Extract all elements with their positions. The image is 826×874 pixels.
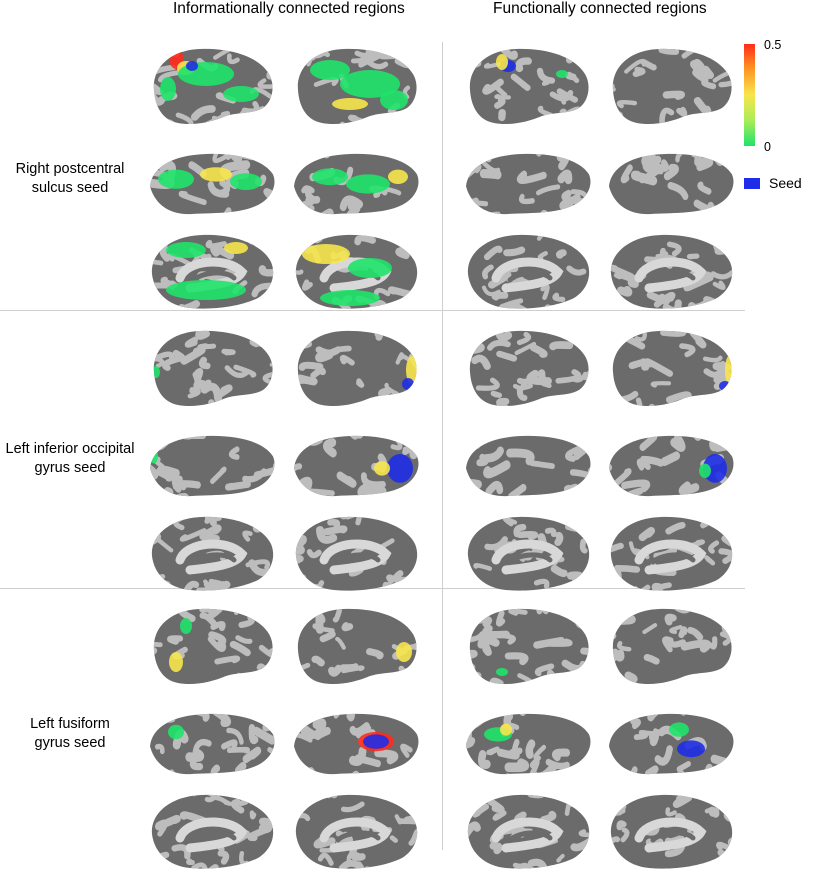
brain-surface-medial xyxy=(605,510,737,596)
brain-surface-lateral xyxy=(605,326,737,412)
colorbar-max-label: 0.5 xyxy=(764,38,782,52)
brain-surface-medial xyxy=(462,228,594,314)
brain-surface-ventral xyxy=(462,148,594,220)
column-title-functional: Functionally connected regions xyxy=(493,0,707,17)
brain-surface-lateral xyxy=(290,44,422,130)
brain-surface-ventral xyxy=(290,708,422,780)
row-label-inferior-occipital: Left inferior occipital gyrus seed xyxy=(5,441,135,476)
brain-surface-lateral xyxy=(290,326,422,412)
brain-surface-medial xyxy=(462,788,594,874)
colorbar-min-label: 0 xyxy=(764,140,771,154)
column-divider xyxy=(442,42,443,850)
brain-surface-ventral xyxy=(462,430,594,502)
brain-surface-medial xyxy=(146,510,278,596)
brain-surface-lateral xyxy=(146,326,278,412)
brain-surface-medial xyxy=(290,228,422,314)
row-divider-1 xyxy=(0,310,745,311)
brain-surface-medial xyxy=(146,228,278,314)
brain-surface-ventral xyxy=(605,148,737,220)
brain-surface-ventral xyxy=(462,708,594,780)
brain-surface-lateral xyxy=(146,604,278,690)
brain-surface-lateral xyxy=(605,604,737,690)
brain-surface-ventral xyxy=(605,430,737,502)
row-label-postcentral: Right postcentral sulcus seed xyxy=(15,161,125,196)
colorbar xyxy=(744,44,755,146)
brain-surface-lateral xyxy=(290,604,422,690)
brain-surface-lateral xyxy=(462,326,594,412)
brain-surface-ventral xyxy=(290,430,422,502)
brain-surface-medial xyxy=(290,510,422,596)
brain-surface-medial xyxy=(605,788,737,874)
brain-surface-ventral xyxy=(146,148,278,220)
seed-legend-label: Seed xyxy=(769,175,802,191)
brain-surface-medial xyxy=(462,510,594,596)
seed-swatch xyxy=(744,178,760,189)
brain-surface-ventral xyxy=(146,430,278,502)
brain-surface-medial xyxy=(605,228,737,314)
row-label-fusiform: Left fusiform gyrus seed xyxy=(30,716,110,751)
brain-surface-lateral xyxy=(605,44,737,130)
brain-surface-lateral xyxy=(146,44,278,130)
brain-surface-ventral xyxy=(290,148,422,220)
column-title-informational: Informationally connected regions xyxy=(173,0,405,17)
brain-surface-lateral xyxy=(462,604,594,690)
brain-surface-ventral xyxy=(146,708,278,780)
brain-surface-medial xyxy=(290,788,422,874)
brain-surface-lateral xyxy=(462,44,594,130)
brain-surface-medial xyxy=(146,788,278,874)
brain-surface-ventral xyxy=(605,708,737,780)
